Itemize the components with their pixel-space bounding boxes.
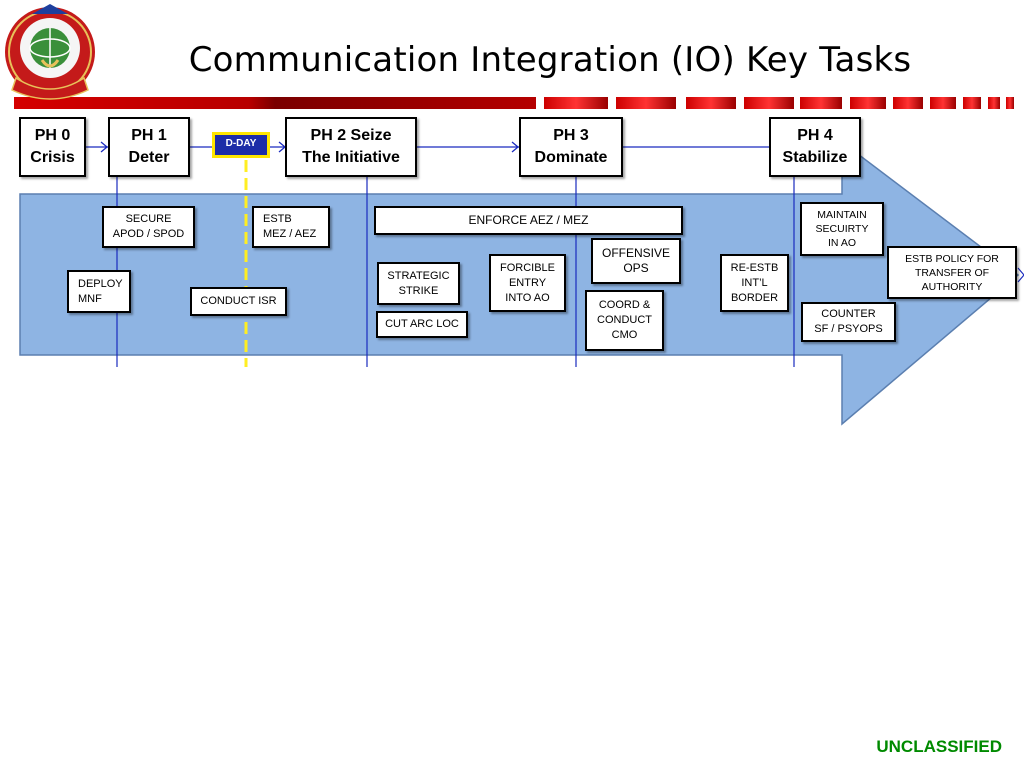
task-text: CUT ARC LOC [385, 318, 459, 330]
task-text: COUNTER [821, 308, 876, 320]
phase-label: PH 4 [797, 127, 833, 144]
task-text: TRANSFER OF [914, 266, 990, 279]
header-red-banner [14, 97, 1014, 109]
phase-name: Deter [128, 149, 170, 166]
task-text: OFFENSIVE [601, 246, 670, 260]
task-text: ENTRY [508, 276, 547, 289]
phase-0-box: PH 0 Crisis [19, 117, 86, 177]
phase-name: The Initiative [302, 149, 400, 166]
task-text: INTO AO [505, 291, 550, 304]
task-text: CONDUCT [597, 314, 652, 326]
classification-label: UNCLASSIFIED [876, 737, 1002, 756]
phase-label: PH 3 [553, 127, 589, 144]
phase-label: PH 1 [131, 127, 167, 144]
task-text: ESTB POLICY FOR [905, 252, 999, 265]
task-text: MAINTAIN [817, 209, 867, 221]
task-estb-mez-aez: ESTB MEZ / AEZ [252, 206, 330, 248]
cobra-gold-seal-logo [5, 4, 95, 100]
task-offensive-ops: OFFENSIVE OPS [591, 238, 681, 284]
phase-1-box: PH 1 Deter [108, 117, 190, 177]
task-text: APOD / SPOD [112, 228, 185, 240]
task-text: MNF [78, 292, 102, 305]
task-cut-arc-loc: CUT ARC LOC [376, 311, 468, 338]
dday-label: D-DAY [215, 135, 267, 155]
task-text: RE-ESTB [730, 261, 779, 274]
task-text: ESTB [263, 213, 292, 225]
task-text: SF / PSYOPS [814, 323, 883, 335]
phase-name: Crisis [30, 149, 75, 166]
task-text: CMO [611, 329, 638, 341]
task-text: MEZ / AEZ [263, 228, 317, 240]
task-forcible-entry: FORCIBLE ENTRY INTO AO [489, 254, 566, 312]
task-counter-sf-psyops: COUNTER SF / PSYOPS [801, 302, 896, 342]
task-text: STRATEGIC [387, 269, 450, 282]
task-text: INT’L [741, 276, 768, 289]
phase-name: Dominate [534, 149, 608, 166]
task-text: SECURE [125, 213, 172, 225]
task-text: SECUIRTY [815, 223, 869, 235]
phase-label: PH 0 [34, 127, 71, 144]
task-text: OPS [623, 261, 649, 275]
task-text: CONDUCT ISR [200, 295, 277, 307]
phase-label: PH 2 Seize [310, 127, 392, 144]
task-conduct-isr: CONDUCT ISR [190, 287, 287, 316]
phase-name: Stabilize [782, 149, 848, 166]
task-estb-policy-transfer: ESTB POLICY FOR TRANSFER OF AUTHORITY [887, 246, 1017, 299]
task-text: STRIKE [398, 284, 439, 297]
task-text: IN AO [827, 237, 856, 249]
phase-4-box: PH 4 Stabilize [769, 117, 861, 177]
task-text: COORD & [598, 299, 651, 311]
task-text: BORDER [730, 291, 779, 304]
dday-marker: D-DAY [212, 132, 270, 158]
task-coord-conduct-cmo: COORD & CONDUCT CMO [585, 290, 664, 351]
task-re-estb-intl-border: RE-ESTB INT’L BORDER [720, 254, 789, 312]
task-deploy-mnf: DEPLOY MNF [67, 270, 131, 313]
task-maintain-security: MAINTAIN SECUIRTY IN AO [800, 202, 884, 256]
task-text: DEPLOY [78, 277, 123, 290]
task-secure-apod-spod: SECURE APOD / SPOD [102, 206, 195, 248]
task-text: AUTHORITY [921, 280, 983, 293]
arrow-tip-marker [1017, 267, 1024, 283]
task-text: ENFORCE AEZ / MEZ [468, 213, 589, 227]
phase-3-box: PH 3 Dominate [519, 117, 623, 177]
slide-title: Communication Integration (IO) Key Tasks [188, 40, 912, 80]
task-strategic-strike: STRATEGIC STRIKE [377, 262, 460, 305]
task-enforce-aez-mez: ENFORCE AEZ / MEZ [374, 206, 683, 235]
task-text: FORCIBLE [499, 261, 555, 274]
phase-2-box: PH 2 Seize The Initiative [285, 117, 417, 177]
